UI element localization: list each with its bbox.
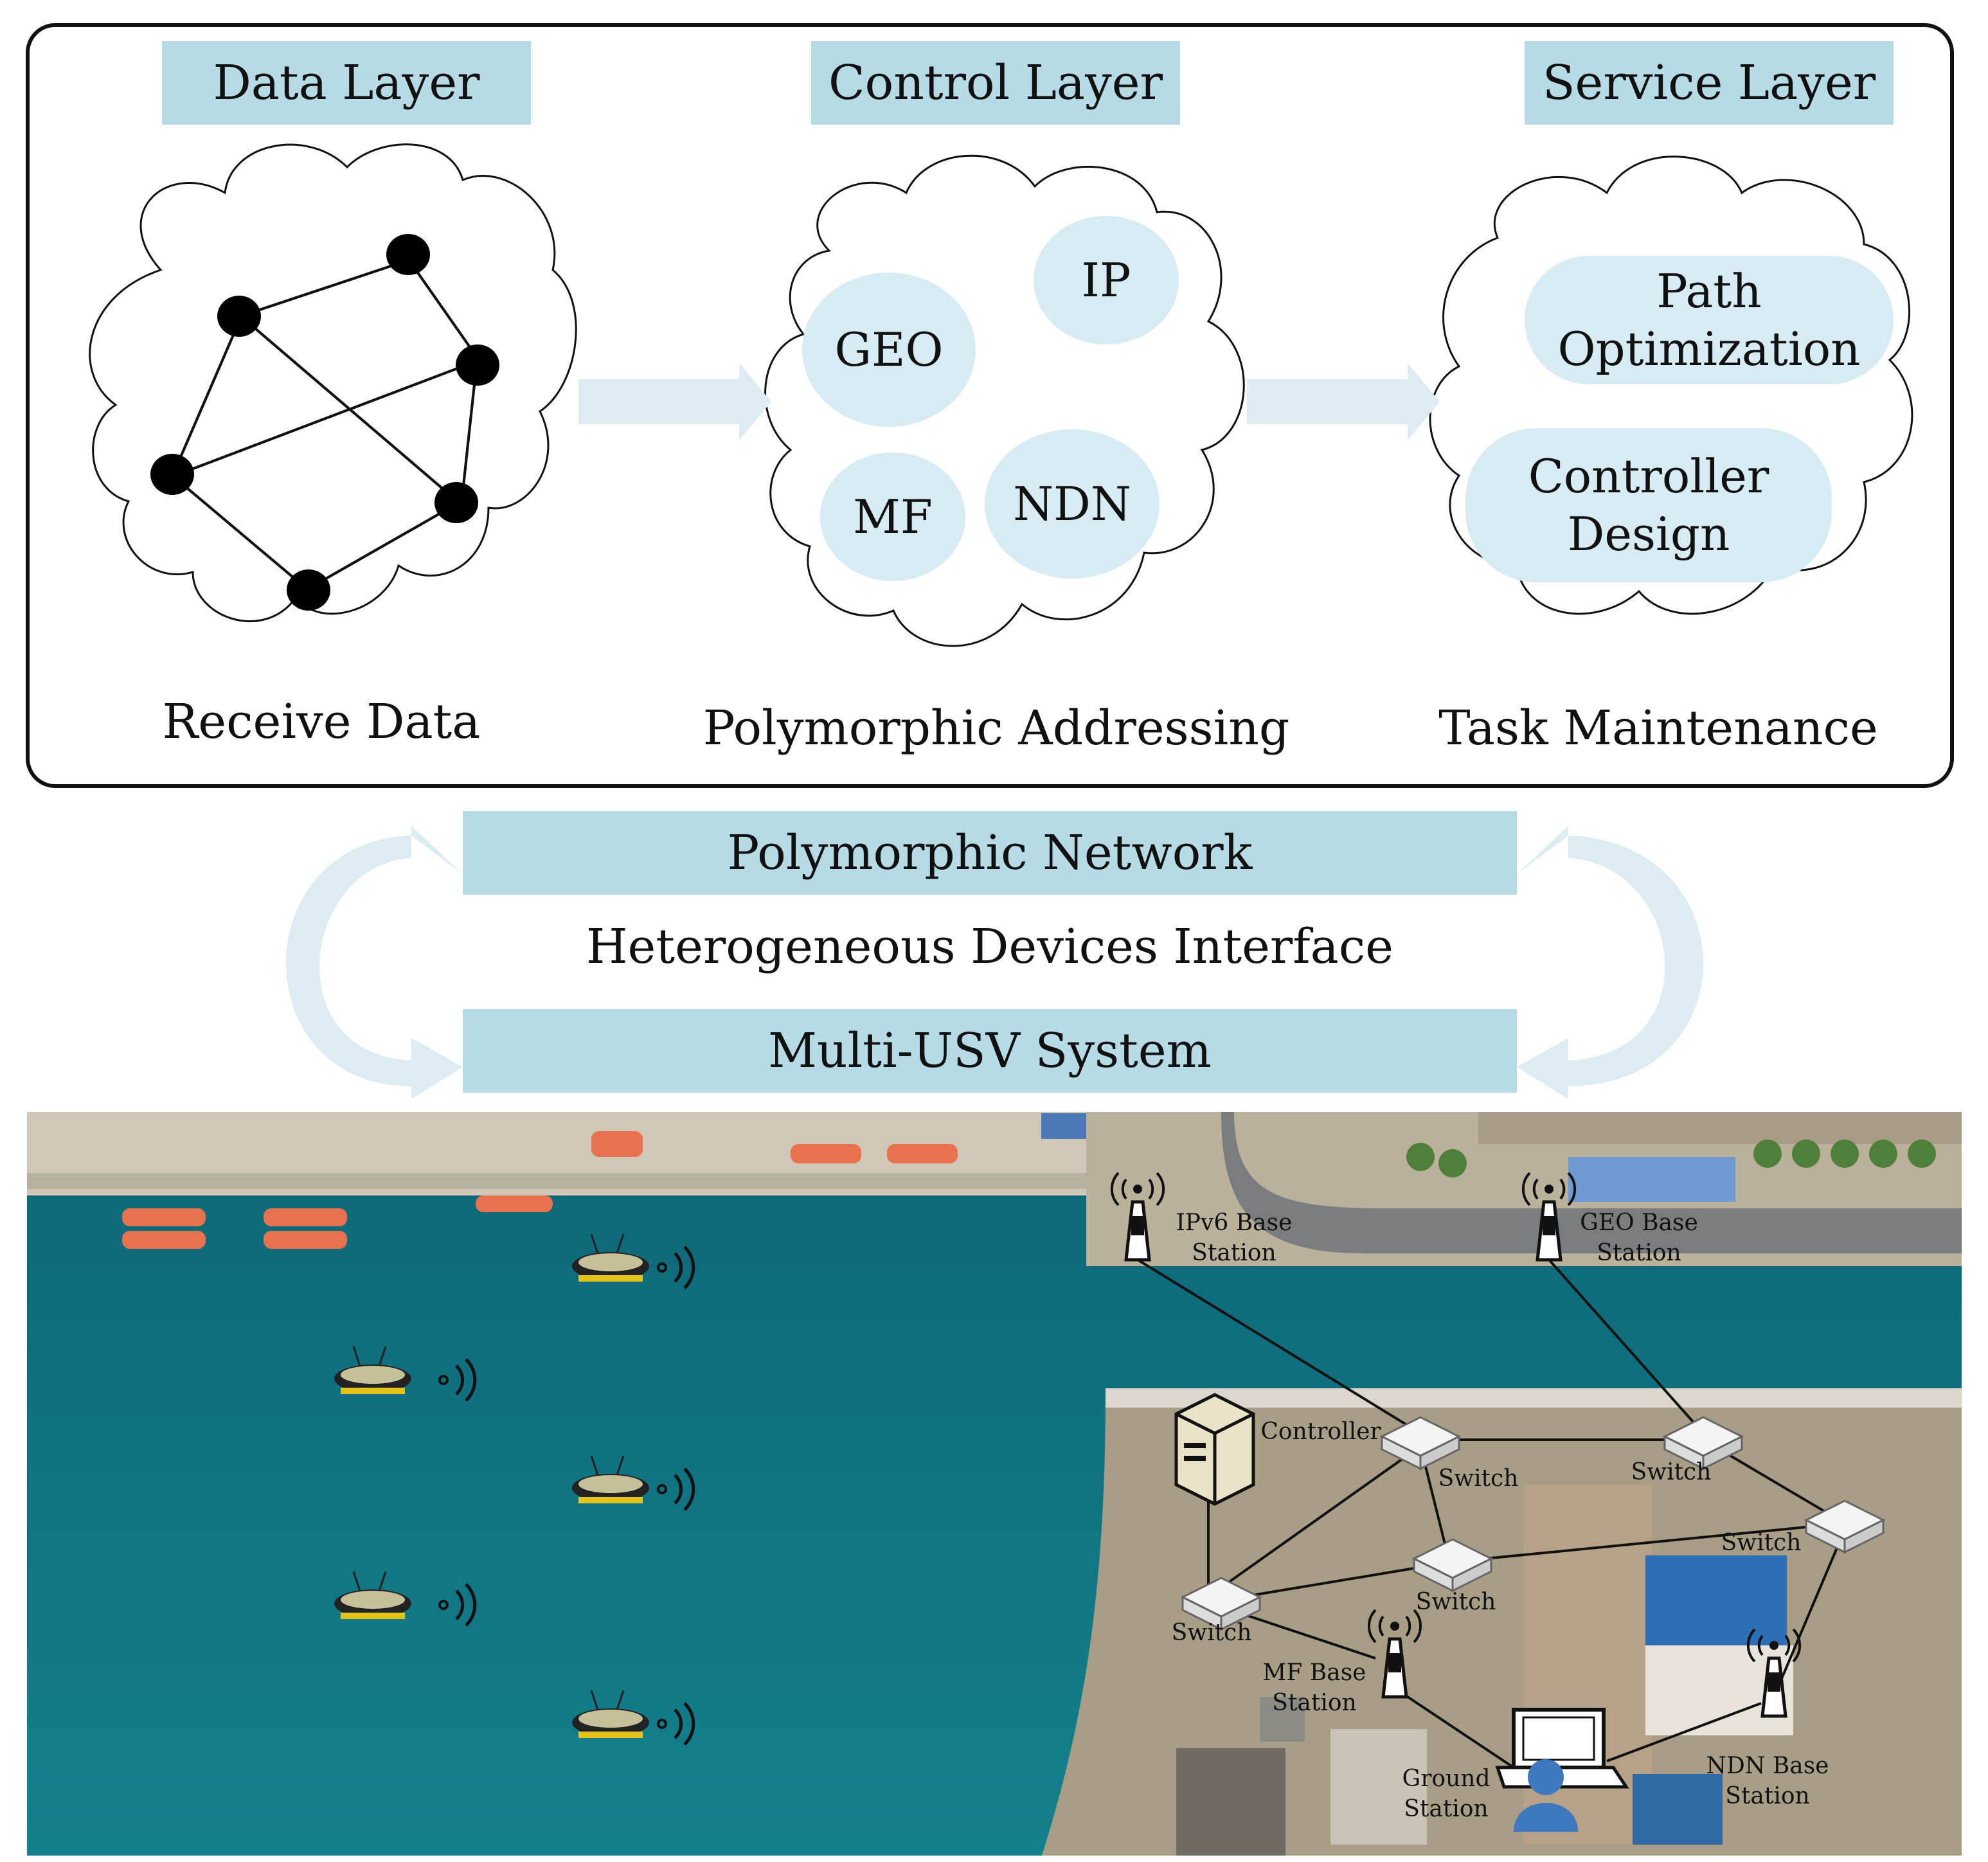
ground-l2: Station <box>1404 1795 1489 1822</box>
mf-label: MF <box>853 490 933 544</box>
controller-design-bubble: Controller Design <box>1465 428 1832 582</box>
controller-server-icon <box>1174 1393 1255 1506</box>
control-layer-caption: Polymorphic Addressing <box>703 701 1290 756</box>
interface-text: Heterogeneous Devices Interface <box>586 919 1393 974</box>
ipv6-l2: Station <box>1192 1239 1276 1266</box>
service-layer-header: Service Layer <box>1525 41 1894 125</box>
control-layer-header: Control Layer <box>811 41 1180 125</box>
layers-frame <box>26 23 1954 788</box>
ip-label: IP <box>1081 253 1131 307</box>
arrow-control-to-service <box>1247 363 1440 440</box>
controller-label: Controller <box>1260 1419 1381 1445</box>
switch-label-5: Switch <box>1171 1620 1252 1646</box>
switch-label-3: Switch <box>1721 1530 1802 1556</box>
mf-bubble: MF <box>820 452 965 581</box>
ipv6-l1: IPv6 Base <box>1176 1210 1293 1236</box>
ndn-l2: Station <box>1725 1782 1810 1809</box>
switch-icons <box>1180 1416 1886 1631</box>
ndn-l1: NDN Base <box>1706 1753 1829 1779</box>
node-graph <box>177 264 479 585</box>
arrow-data-to-control <box>578 363 771 440</box>
ctrl-line1: Controller <box>1528 449 1769 503</box>
ip-bubble: IP <box>1034 216 1179 345</box>
service-layer-caption: Task Maintenance <box>1438 701 1878 756</box>
base-station-icons <box>1110 1172 1802 1718</box>
multi-usv-bar: Multi-USV System <box>463 1009 1517 1093</box>
ctrl-line2: Design <box>1567 507 1730 561</box>
geo-label: GEO <box>834 323 944 377</box>
mf-l2: Station <box>1272 1689 1357 1716</box>
usv-icons <box>334 1233 695 1746</box>
right-cycle-arrow <box>1517 826 1703 1099</box>
geo-l2: Station <box>1597 1239 1681 1266</box>
data-layer-header: Data Layer <box>162 41 531 125</box>
polymorphic-network-bar: Polymorphic Network <box>463 811 1517 895</box>
switch-label-1: Switch <box>1438 1465 1519 1492</box>
data-layer-caption: Receive Data <box>162 694 481 749</box>
graph-nodes <box>150 234 499 611</box>
mf-l1: MF Base <box>1262 1660 1366 1686</box>
path-line2: Optimization <box>1557 322 1861 376</box>
switch-label-4: Switch <box>1415 1589 1496 1615</box>
ground-station-icon <box>1495 1708 1629 1832</box>
left-cycle-arrow <box>286 826 463 1099</box>
ground-l1: Ground <box>1402 1766 1491 1792</box>
geo-bubble: GEO <box>802 273 976 427</box>
ndn-bubble: NDN <box>985 429 1160 578</box>
path-line1: Path <box>1656 264 1762 318</box>
switch-label-2: Switch <box>1631 1459 1712 1485</box>
path-optimization-bubble: Path Optimization <box>1525 256 1894 384</box>
ndn-label: NDN <box>1013 477 1131 531</box>
geo-l1: GEO Base <box>1580 1210 1698 1236</box>
